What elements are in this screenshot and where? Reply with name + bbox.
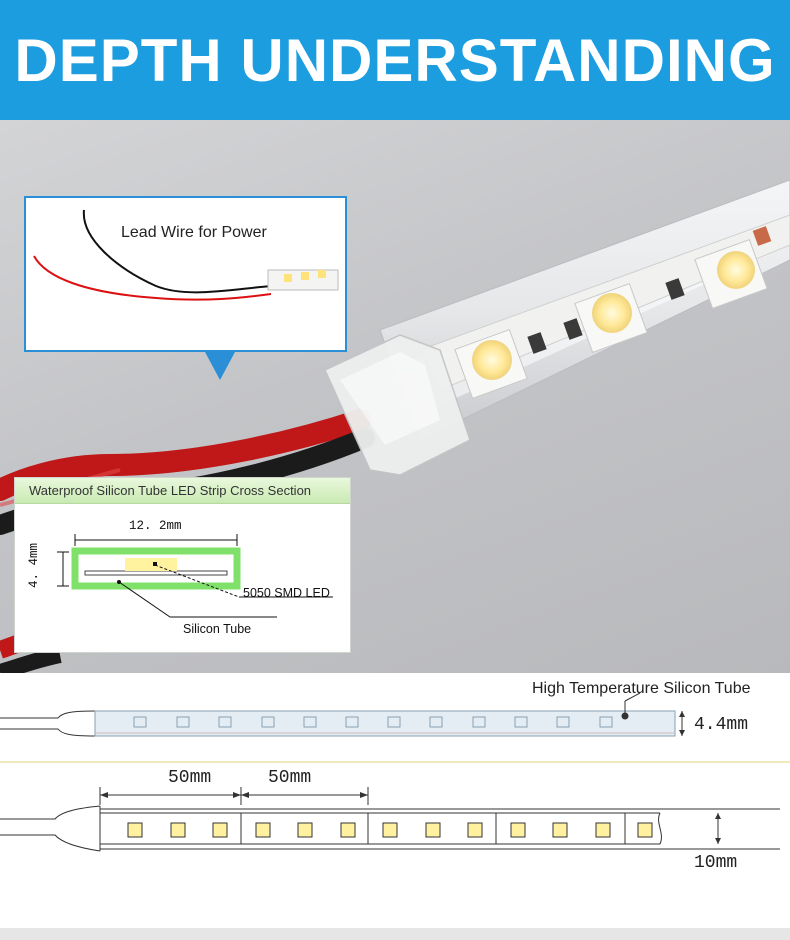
page-title: DEPTH UNDERSTANDING [14, 26, 776, 94]
led-type-label: 5050 SMD LED [243, 586, 330, 600]
section-divider [0, 761, 790, 763]
callout-label: Lead Wire for Power [121, 224, 267, 241]
led-row [127, 822, 653, 838]
cross-section-title: Waterproof Silicon Tube LED Strip Cross … [15, 478, 350, 504]
silicon-tube-label: Silicon Tube [183, 622, 252, 636]
dimension-diagrams: High Temperature Silicon Tube [0, 673, 790, 940]
side-view-label: High Temperature Silicon Tube [532, 680, 751, 697]
cross-section-width-label: 12. 2mm [129, 519, 182, 533]
cross-section-height-label: 4. 4mm [27, 542, 41, 588]
strip-width-label: 10mm [694, 853, 738, 873]
lead-wire-illustration [33, 209, 339, 301]
strip-dimension-drawings [0, 692, 780, 852]
cross-section-box: Waterproof Silicon Tube LED Strip Cross … [14, 477, 351, 653]
side-view-height-label: 4.4mm [694, 715, 749, 735]
led-chips [454, 226, 772, 399]
bottom-band [0, 928, 790, 940]
lead-wire-callout: Lead Wire for Power [24, 196, 347, 352]
led-spacing-label-2: 50mm [268, 768, 312, 788]
header-banner: DEPTH UNDERSTANDING [0, 0, 790, 120]
callout-pointer [205, 352, 235, 380]
cross-section-diagram [57, 534, 333, 618]
led-strip-photo-illustration [0, 179, 790, 673]
led-spacing-label-1: 50mm [168, 768, 212, 788]
